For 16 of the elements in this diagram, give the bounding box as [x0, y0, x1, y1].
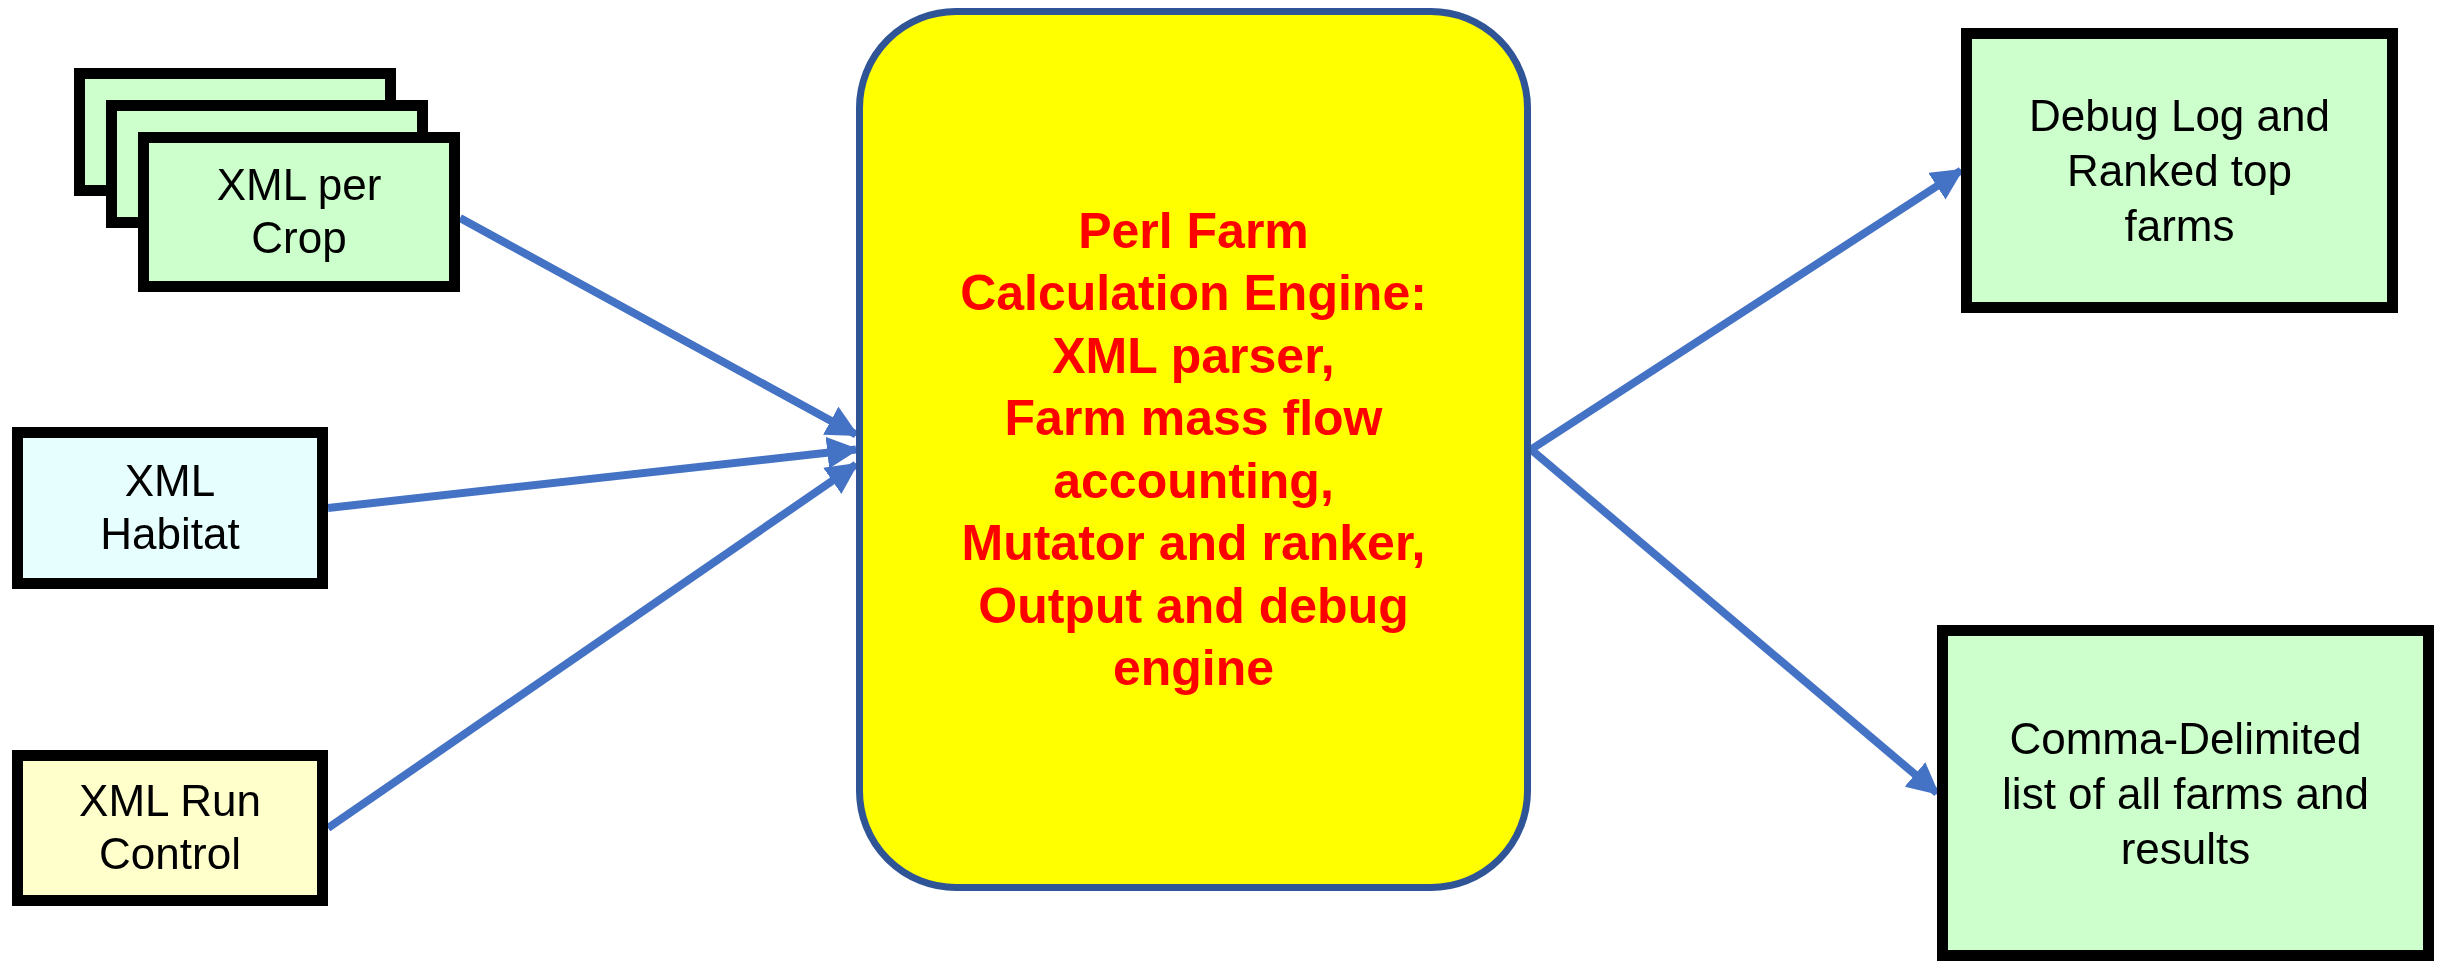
box-text: Farm mass flow accounting, [1003, 389, 1384, 511]
box-text: Comma-Delimited list of all farms and results [2001, 712, 2370, 875]
output-box [1937, 625, 2434, 961]
input-box [12, 750, 328, 906]
box-text: XML parser, [1052, 326, 1335, 386]
box-text: XML Habitat [99, 455, 241, 560]
box-text: Output and debug engine [977, 576, 1410, 698]
output-box [1961, 28, 2398, 313]
stacked-document-box [74, 68, 460, 292]
box-text: XML Run Control [78, 775, 262, 880]
box-text: XML per Crop [215, 159, 383, 264]
engine-box [856, 8, 1531, 891]
input-box [12, 427, 328, 589]
box-text: Debug Log and Ranked top farms [2028, 90, 2331, 252]
box-text: Mutator and ranker, [961, 514, 1426, 573]
box-text: Perl Farm Calculation Engine: [959, 201, 1428, 323]
